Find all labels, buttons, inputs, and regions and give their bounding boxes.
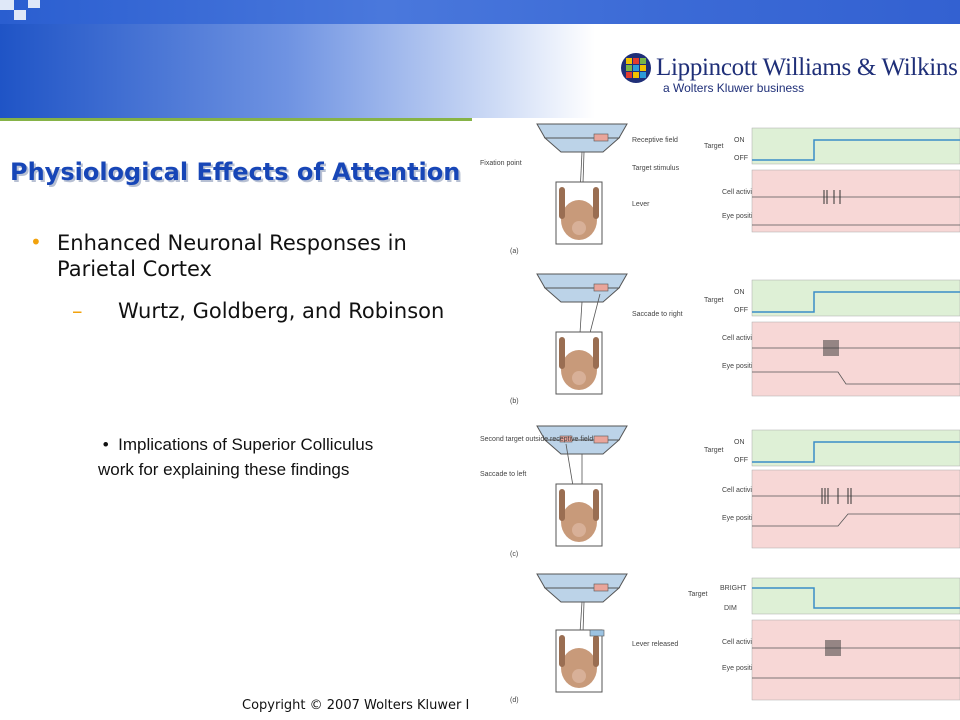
label-target: Target xyxy=(704,143,724,150)
label-saccade-left: Saccade to left xyxy=(480,471,526,478)
label-target: Target xyxy=(688,591,708,598)
header-rule xyxy=(0,118,472,121)
publisher-logo: Lippincott Williams & Wilkins a Wolters … xyxy=(620,50,958,96)
label-on: ON xyxy=(734,137,745,144)
panel-label-c: (c) xyxy=(510,551,518,558)
label-on: ON xyxy=(734,439,745,446)
panel-a: Receptive field Target stimulus Fixation… xyxy=(480,123,960,255)
label-lever: Lever xyxy=(632,201,650,208)
label-off: OFF xyxy=(734,307,748,314)
logo-subtitle: a Wolters Kluwer business xyxy=(663,81,805,95)
panel-label-a: (a) xyxy=(510,248,519,255)
bullet-1-sub-text: Wurtz, Goldberg, and Robinson xyxy=(118,299,445,323)
panel-b: Saccade to right (b) Target ON OFF Cell … xyxy=(510,273,960,405)
label-eye-position: Eye position xyxy=(722,363,760,370)
label-cell-activity: Cell activity xyxy=(722,639,758,646)
logo-name: Lippincott Williams & Wilkins xyxy=(656,54,958,81)
note-body: Implications of Superior Colliculus work… xyxy=(98,435,374,479)
label-dim: DIM xyxy=(724,605,737,612)
note-text: • Implications of Superior Colliculus wo… xyxy=(98,432,398,482)
label-second-target: Second target outside receptive field xyxy=(480,436,593,443)
header-square xyxy=(28,0,40,8)
attention-figure: Receptive field Target stimulus Fixation… xyxy=(480,123,960,704)
label-eye-position: Eye position xyxy=(722,515,760,522)
slide-title: Physiological Effects of Attention xyxy=(10,158,461,186)
bullet-1-text: Enhanced Neuronal Responses in Parietal … xyxy=(57,231,407,281)
label-target: Target xyxy=(704,297,724,304)
panel-d: Lever released (d) Target BRIGHT DIM Cel… xyxy=(510,573,960,704)
header-square xyxy=(0,0,14,10)
label-eye-position: Eye position xyxy=(722,213,760,220)
label-lever-released: Lever released xyxy=(632,641,678,648)
label-saccade-right: Saccade to right xyxy=(632,311,683,318)
label-off: OFF xyxy=(734,457,748,464)
header-square xyxy=(14,10,26,20)
header-topbar xyxy=(0,0,960,24)
copyright: Copyright © 2007 Wolters Kluwer I xyxy=(242,698,470,713)
panel-label-d: (d) xyxy=(510,697,519,704)
logo-globe-icon xyxy=(621,53,651,83)
bullet-dot: • xyxy=(30,230,42,254)
label-receptive-field: Receptive field xyxy=(632,137,678,144)
label-off: OFF xyxy=(734,155,748,162)
note-bullet: • xyxy=(102,435,109,454)
panel-c: Second target outside receptive field Sa… xyxy=(480,425,960,558)
header-banner xyxy=(0,0,960,118)
label-cell-activity: Cell activity xyxy=(722,189,758,196)
label-on: ON xyxy=(734,289,745,296)
label-bright: BRIGHT xyxy=(720,585,747,592)
panel-label-b: (b) xyxy=(510,398,519,405)
label-eye-position: Eye position xyxy=(722,665,760,672)
label-target: Target xyxy=(704,447,724,454)
label-cell-activity: Cell activity xyxy=(722,335,758,342)
label-cell-activity: Cell activity xyxy=(722,487,758,494)
label-target-stimulus: Target stimulus xyxy=(632,165,680,172)
bullet-dash: – xyxy=(72,299,83,323)
label-fixation-point: Fixation point xyxy=(480,160,522,167)
